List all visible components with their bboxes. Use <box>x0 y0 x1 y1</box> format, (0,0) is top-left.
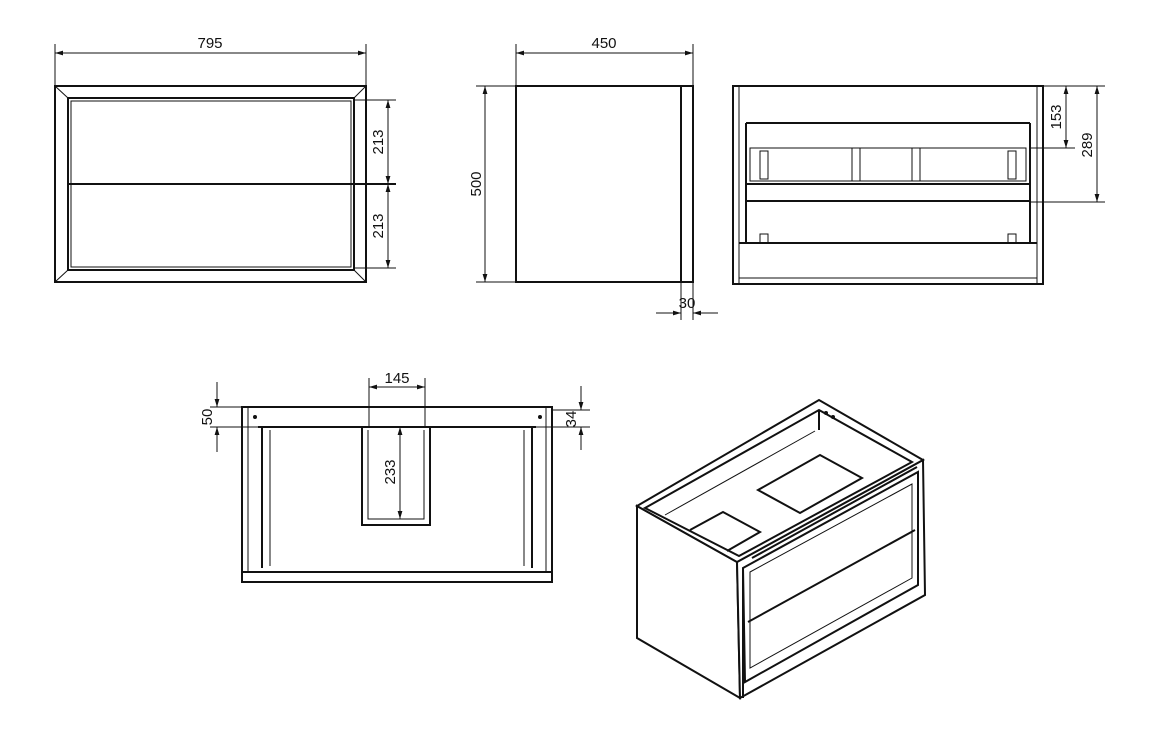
front-view: 795 213 213 <box>54 35 396 283</box>
side-view: 450 500 30 <box>468 35 718 320</box>
dim-drawer-top: 213 <box>370 129 387 154</box>
dim-back-upper: 153 <box>1048 104 1065 129</box>
dim-back-lower: 289 <box>1079 132 1096 157</box>
dim-cutout-width: 145 <box>384 370 409 387</box>
top-view: 50 145 233 34 <box>199 370 590 583</box>
dim-front-width: 795 <box>197 35 222 52</box>
dim-cutout-depth: 233 <box>382 459 399 484</box>
dim-top-right: 34 <box>563 411 580 428</box>
dim-side-height: 500 <box>468 171 485 196</box>
isometric-view <box>634 398 927 700</box>
dim-drawer-bottom: 213 <box>370 213 387 238</box>
interior-view: 153 289 <box>732 85 1105 285</box>
dim-side-depth: 450 <box>591 35 616 52</box>
dim-side-panel: 30 <box>679 295 696 312</box>
dim-top-left: 50 <box>199 409 216 426</box>
